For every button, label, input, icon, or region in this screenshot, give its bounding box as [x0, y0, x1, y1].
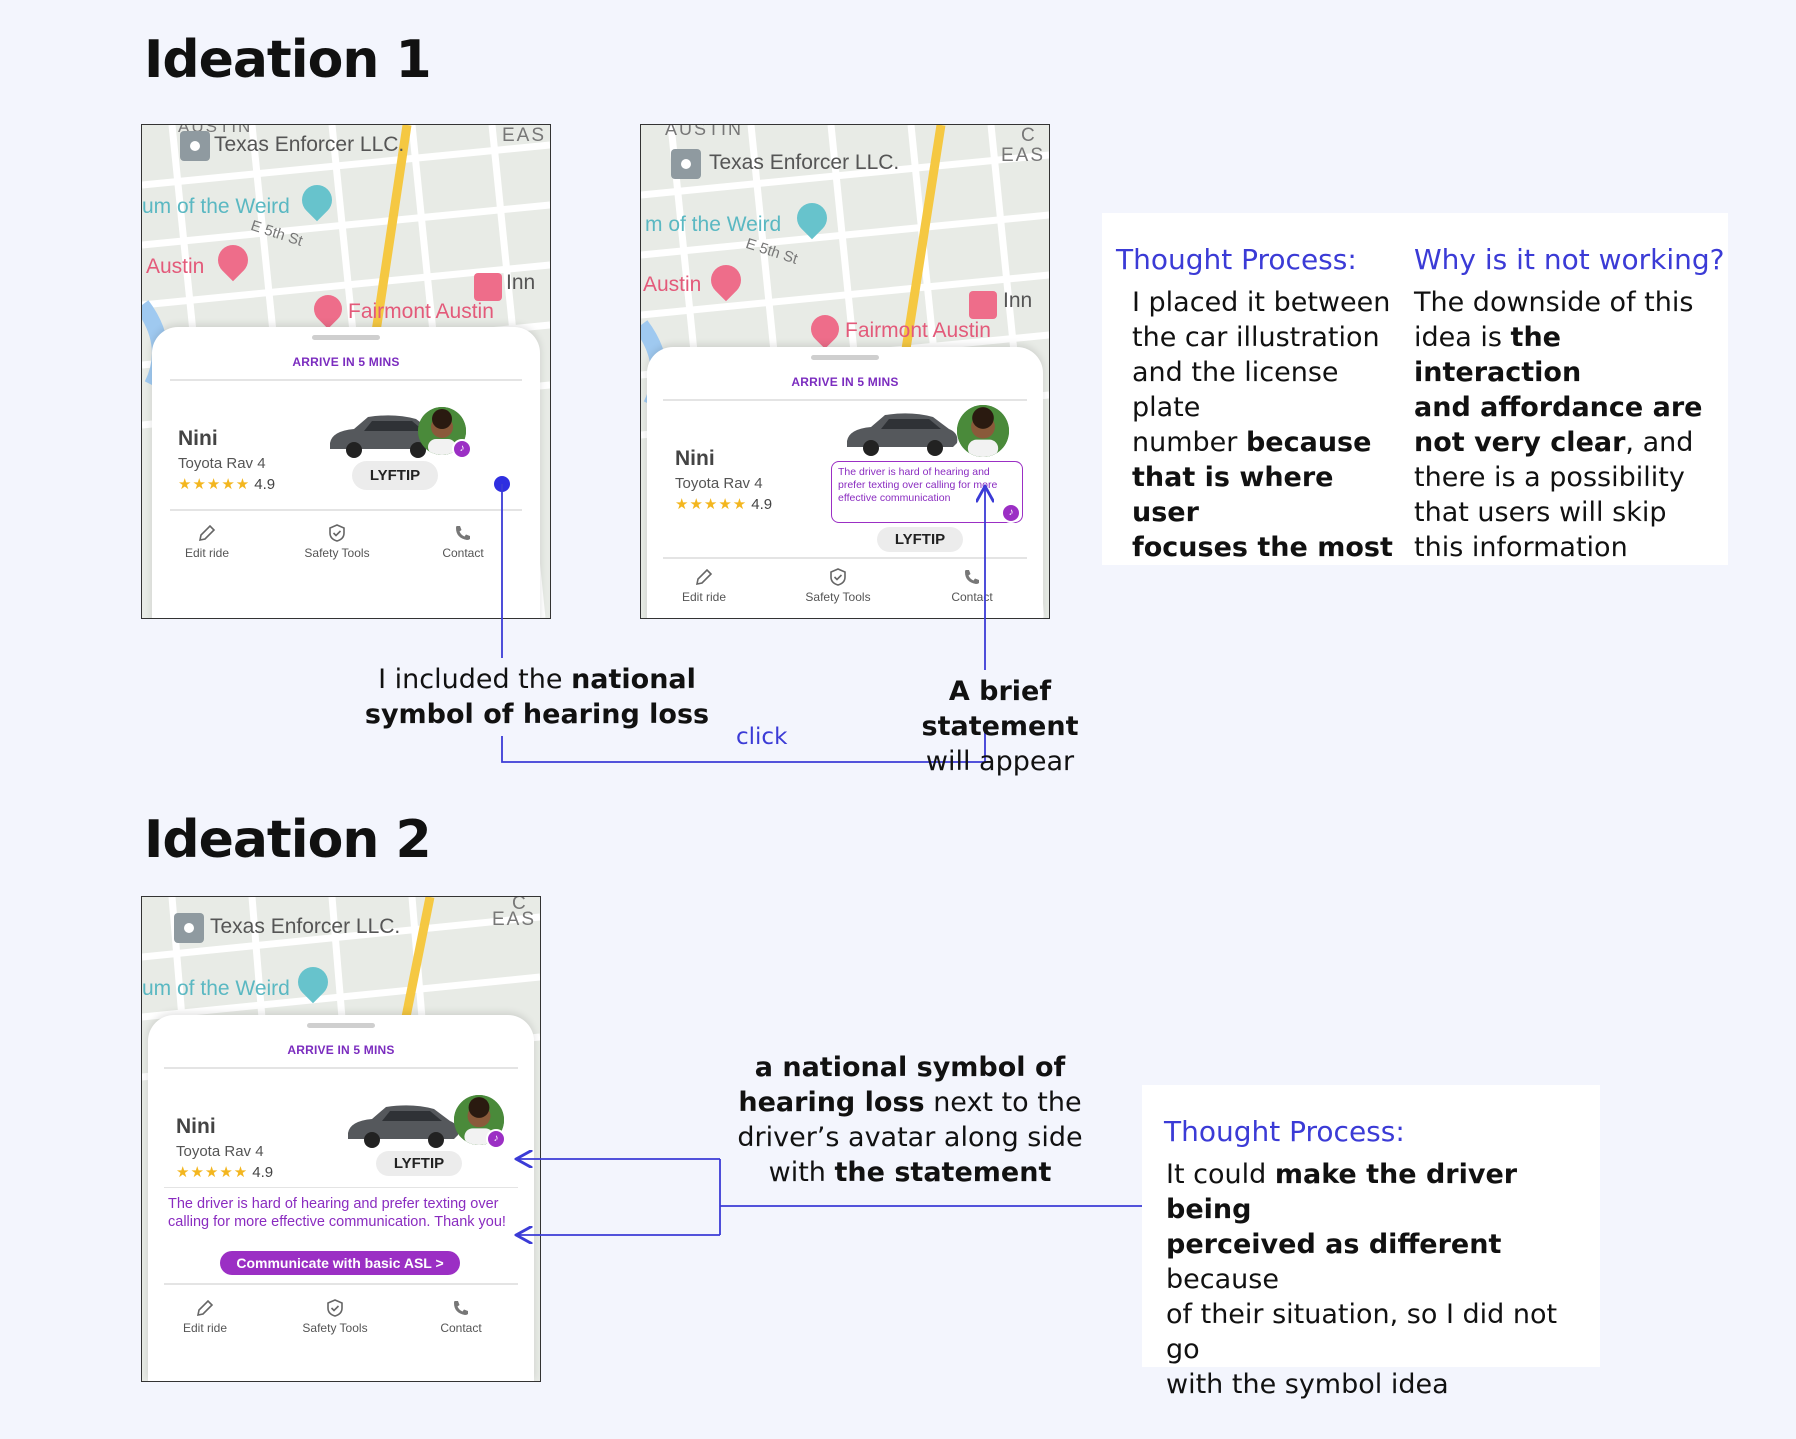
caption-click: click: [736, 724, 788, 750]
hotel-square-icon: [969, 291, 997, 319]
caption-symbol-statement: a national symbol of hearing loss next t…: [737, 1052, 1083, 1188]
contact-button[interactable]: Contact: [408, 523, 518, 560]
place-square-icon: [174, 913, 204, 943]
why-not-working-text: The downside of this idea is the interac…: [1414, 287, 1703, 563]
edit-ride-button[interactable]: Edit ride: [150, 1298, 260, 1335]
phone-icon: [965, 570, 979, 584]
asl-button[interactable]: Communicate with basic ASL >: [220, 1251, 460, 1275]
driver-name: Nini: [675, 447, 715, 470]
license-plate: LYFTIP: [877, 527, 963, 552]
thought-process-title: Thought Process:: [1164, 1115, 1405, 1148]
thought-process-title: Thought Process:: [1116, 243, 1357, 276]
note-ideation-2: Thought Process: It could make the drive…: [1142, 1085, 1600, 1400]
car-illustration: [330, 415, 441, 458]
map-label-fairmont: Fairmont Austin: [845, 319, 991, 342]
rating-value: 4.9: [254, 476, 276, 493]
driver-name: Nini: [178, 427, 218, 450]
phone-icon: [454, 1301, 468, 1315]
safety-tools-button[interactable]: Safety Tools: [783, 567, 893, 604]
phone-icon: [456, 526, 470, 540]
hotel-square-icon: [474, 273, 502, 301]
contact-button[interactable]: Contact: [917, 567, 1027, 604]
caption-national-symbol: I included the national symbol of hearin…: [364, 664, 710, 730]
map-label-east: EAS: [502, 125, 547, 146]
map-label-ce: C: [1021, 125, 1035, 146]
map-label-museum: um of the Weird: [142, 195, 290, 218]
place-square-icon: [671, 149, 701, 179]
rating-value: 4.9: [751, 496, 773, 513]
shield-check-icon: [329, 524, 345, 542]
driver-name: Nini: [176, 1115, 216, 1138]
car-model: Toyota Rav 4: [675, 475, 763, 492]
arrive-status: ARRIVE IN 5 MINS: [791, 375, 899, 389]
sheet-handle[interactable]: [307, 1023, 375, 1028]
thought-process-text: It could make the driver being perceived…: [1166, 1159, 1558, 1400]
phone-mockup-2: AUSTIN C Texas Enforcer LLC. EAS m of th…: [640, 124, 1050, 619]
pencil-icon: [198, 524, 216, 542]
rating-stars: ★★★★★4.9: [675, 496, 773, 513]
arrive-status: ARRIVE IN 5 MINS: [287, 1043, 395, 1057]
shield-check-icon: [830, 568, 846, 586]
ride-sheet: ARRIVE IN 5 MINS Nini Toyota Rav 4 ★★★★★…: [152, 327, 540, 618]
why-not-working-title: Why is it not working?: [1414, 243, 1725, 276]
phone-mockup-3: C Texas Enforcer LLC. EAS um of the Weir…: [141, 896, 541, 1382]
car-model: Toyota Rav 4: [178, 455, 266, 472]
hearing-statement: The driver is hard of hearing and prefer…: [168, 1196, 506, 1230]
map-label-texas: Texas Enforcer LLC.: [210, 915, 401, 938]
license-plate: LYFTIP: [376, 1151, 462, 1176]
map-label-fairmont: Fairmont Austin: [348, 300, 494, 323]
note-ideation-1: Thought Process: I placed it between the…: [1102, 213, 1728, 565]
driver-avatar[interactable]: [454, 1095, 504, 1145]
pencil-icon: [196, 1299, 214, 1317]
safety-tools-button[interactable]: Safety Tools: [282, 523, 392, 560]
arrive-status: ARRIVE IN 5 MINS: [292, 355, 400, 369]
map-label-east: EAS: [492, 909, 537, 930]
car-illustration: [847, 413, 958, 456]
map-label-museum: um of the Weird: [142, 977, 290, 1000]
edit-ride-button[interactable]: Edit ride: [152, 523, 262, 560]
car-model: Toyota Rav 4: [176, 1143, 264, 1160]
ride-sheet: ARRIVE IN 5 MINS Nini Toyota Rav 4 ★★★★★…: [647, 347, 1043, 618]
ride-sheet: ARRIVE IN 5 MINS Nini Toyota Rav 4 ★★★★★…: [148, 1015, 534, 1381]
pencil-icon: [695, 568, 713, 586]
hearing-tooltip: The driver is hard of hearing and prefer…: [831, 461, 1023, 523]
driver-avatar[interactable]: [957, 405, 1009, 457]
map-label-texas: Texas Enforcer LLC.: [214, 133, 405, 156]
heading-ideation-2: Ideation 2: [144, 810, 432, 870]
car-illustration: [348, 1105, 459, 1148]
map-label-ce: C: [512, 896, 526, 914]
hearing-loss-icon[interactable]: ♪: [486, 1129, 506, 1149]
contact-button[interactable]: Contact: [406, 1298, 516, 1335]
hearing-loss-icon[interactable]: ♪: [1001, 503, 1021, 523]
map-label-east: EAS: [1001, 145, 1046, 166]
thought-process-text: I placed it between the car illustration…: [1132, 287, 1393, 563]
rating-stars: ★★★★★4.9: [178, 476, 276, 493]
map-label-inn: Inn: [506, 271, 536, 294]
map-label-texas: Texas Enforcer LLC.: [709, 151, 900, 174]
license-plate: LYFTIP: [352, 461, 438, 490]
map-label-top: AUSTIN: [178, 124, 253, 136]
shield-check-icon: [327, 1299, 343, 1317]
map-label-top: AUSTIN: [665, 124, 744, 139]
hearing-loss-icon[interactable]: ♪: [452, 439, 472, 459]
sheet-handle[interactable]: [811, 355, 879, 360]
safety-tools-button[interactable]: Safety Tools: [280, 1298, 390, 1335]
edit-ride-button[interactable]: Edit ride: [649, 567, 759, 604]
heading-ideation-1: Ideation 1: [144, 30, 432, 90]
map-label-museum: m of the Weird: [645, 213, 782, 236]
map-label-inn: Inn: [1003, 289, 1033, 312]
phone-mockup-1: AUSTIN Texas Enforcer LLC. EAS um of the…: [141, 124, 551, 619]
place-square-icon: [180, 131, 210, 161]
map-label-austin: Austin: [146, 255, 205, 278]
rating-stars: ★★★★★4.9: [176, 1164, 274, 1181]
sheet-handle[interactable]: [312, 335, 380, 340]
rating-value: 4.9: [252, 1164, 274, 1181]
map-label-austin: Austin: [643, 273, 702, 296]
